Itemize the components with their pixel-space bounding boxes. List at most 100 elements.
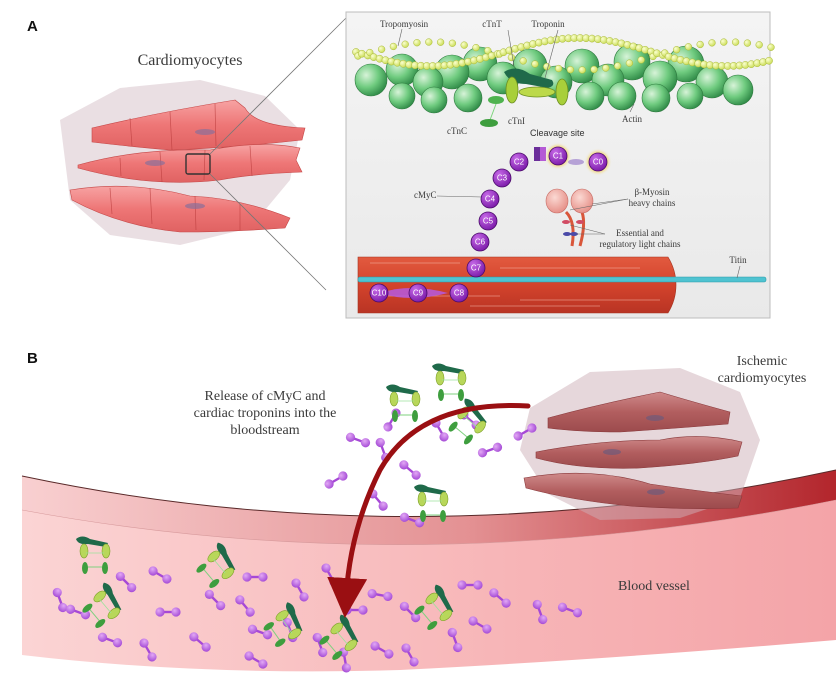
label-ctnc: cTnC (447, 126, 467, 136)
cmyc-fragment (399, 601, 421, 623)
troponin-complex (448, 398, 487, 445)
actin-monomer (564, 48, 600, 84)
ctni-subunit (93, 590, 107, 603)
label-troponin: Troponin (531, 19, 565, 29)
fragment-domain (513, 431, 523, 441)
actin-monomer (575, 81, 605, 111)
leader-line (507, 29, 515, 67)
pa-linker (568, 159, 584, 165)
mybpc-domain-label: C0 (593, 158, 604, 167)
troponin-subunit (221, 567, 235, 580)
ctnc-subunit (392, 410, 398, 422)
troponin-subunit (288, 628, 302, 640)
fragment-domain (312, 632, 322, 643)
complex-linker (325, 639, 338, 655)
fragment-domain (258, 659, 268, 669)
cmyc-fragment (139, 638, 157, 662)
fragment-domain (477, 448, 488, 458)
complex-linker (454, 426, 469, 439)
fragment-domain (527, 423, 537, 433)
cmyc-fragment (367, 589, 393, 601)
ctni-subunit (425, 592, 439, 605)
label-cmyc: cMyC (414, 190, 437, 200)
essential-light-chain (570, 232, 578, 236)
fragment-domain (439, 432, 449, 442)
ischemic-title-line1: Ischemic (737, 354, 788, 369)
complex-linker (213, 559, 226, 574)
fragment-domain (384, 649, 394, 659)
cmyc-fragment (244, 651, 268, 669)
myosin-head (570, 188, 594, 214)
fragment-domain (532, 599, 542, 610)
fragment-domain (378, 501, 388, 511)
fragment-domain (171, 607, 181, 617)
ctnc-subunit (82, 603, 93, 613)
fragment-domain (97, 632, 108, 642)
complex-linker (281, 618, 293, 634)
fragment-domain (204, 589, 214, 599)
troponin-subunit (439, 609, 453, 622)
mybpc-domain-label: C7 (471, 264, 482, 273)
ctnc-subunit (102, 562, 108, 574)
mybpc-domain-c8 (449, 283, 469, 303)
cmyc-fragment (204, 589, 226, 611)
troponin-complexes (76, 363, 487, 660)
fragment-domain (492, 442, 503, 452)
ctnc-subunit (480, 119, 498, 127)
troponin-complex (386, 384, 421, 422)
mybpc-domain-c2 (509, 152, 529, 172)
titin-filament (357, 276, 767, 283)
ctnc-subunit (95, 618, 106, 628)
fragment-domain (189, 632, 199, 642)
ctni-subunit (275, 610, 289, 622)
actin-monomer (420, 86, 448, 114)
ctnc-subunit (275, 638, 286, 647)
ctnt-subunit (339, 614, 359, 643)
cmyc-fragment (370, 641, 394, 659)
tropomyosin-bead (543, 62, 551, 71)
ctnc-subunit (332, 650, 343, 660)
mybpc-domain-label: C5 (483, 217, 494, 226)
mybpc-domain-c3 (492, 168, 512, 188)
troponin-complex (480, 68, 569, 127)
vessel-inner-edge (21, 499, 836, 545)
cmyc-fragment (401, 643, 419, 667)
fragment-domain (370, 641, 380, 651)
ctnt-subunit (286, 602, 303, 632)
ctnc-subunit (414, 605, 425, 615)
leader-line (629, 103, 635, 113)
fragment-domain (383, 591, 393, 601)
label-light-chains-line1: Essential and (616, 228, 664, 238)
tropomyosin-bead (460, 41, 468, 49)
actin-monomer (453, 83, 483, 113)
tropomyosin-bead (413, 39, 421, 47)
troponin-subunit (107, 607, 121, 620)
actin-monomer (722, 74, 754, 106)
thick-filament-body (357, 256, 677, 314)
tropomyosin-bead (602, 64, 610, 72)
ctnt-subunit (432, 363, 464, 374)
panel-a-letter: A (27, 18, 38, 35)
mybpc-domain-label: C6 (475, 238, 486, 247)
actin-monomer (354, 63, 388, 97)
cmyc-fragment (532, 599, 548, 625)
ctnc-subunit (438, 389, 444, 401)
fragment-domain (358, 605, 368, 615)
cardiomyocyte-middle (77, 144, 303, 183)
cmyc-fragment (247, 624, 273, 640)
actin-monomer (607, 81, 637, 111)
ctni-subunit (330, 622, 344, 635)
mybpc-domain-label: C10 (372, 289, 387, 298)
tropomyosin-bead (696, 40, 704, 49)
vessel-wall (22, 470, 836, 545)
mybpc-domain-c10 (369, 283, 389, 303)
fragment-domain (148, 566, 158, 576)
release-text-line1: Release of cMyC and (205, 389, 326, 404)
mybpc-domain-c0 (588, 152, 608, 172)
fragment-domain (318, 647, 328, 658)
troponin-complex (196, 542, 236, 588)
label-ctnt: cTnT (482, 19, 502, 29)
tropomyosin-bead (425, 38, 433, 46)
ctni-subunit (505, 76, 519, 104)
